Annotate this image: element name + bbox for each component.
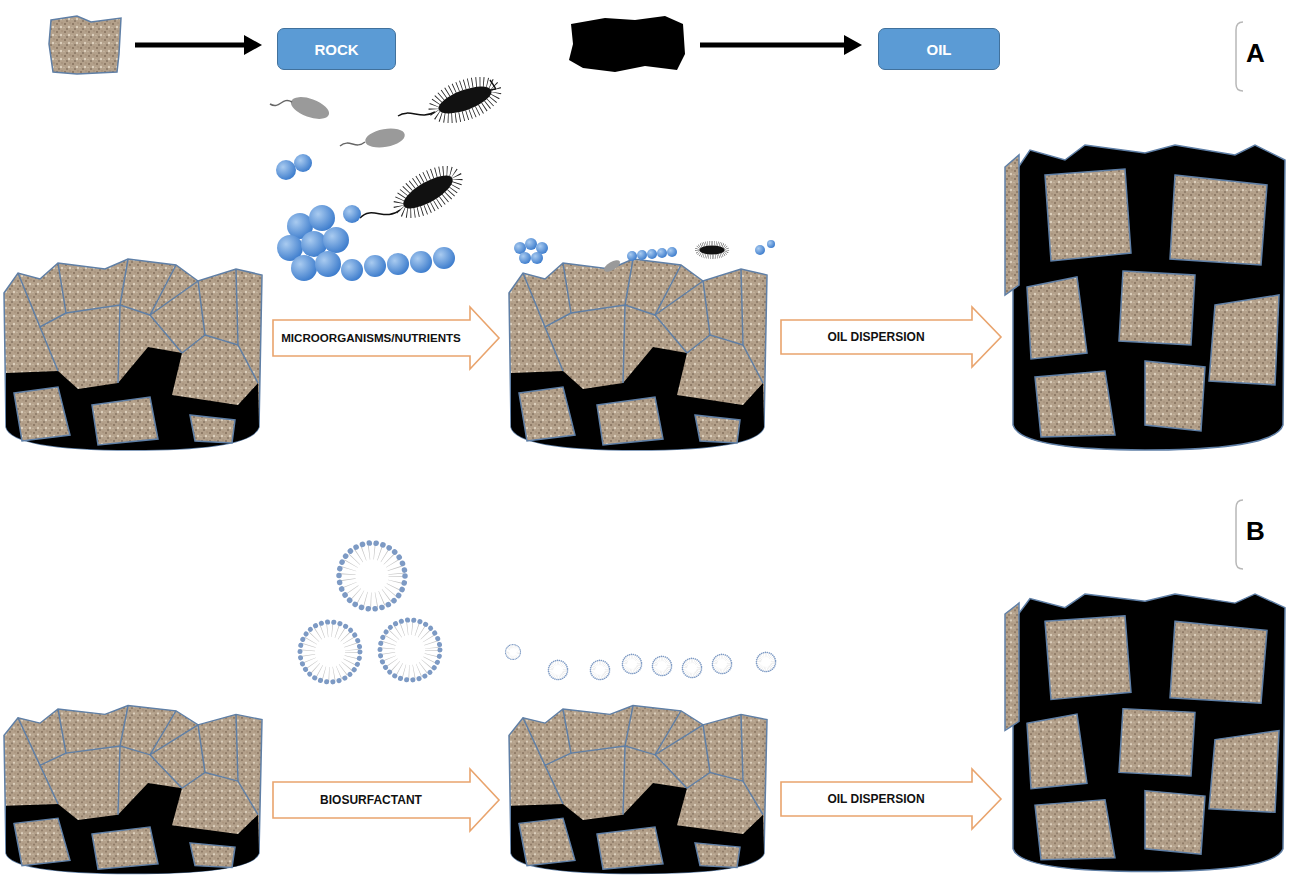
rock-container — [509, 706, 767, 874]
legend-item: ROCK — [277, 28, 396, 70]
arrow-label-group: OIL DISPERSION — [780, 768, 972, 830]
arrow-label: BIOSURFACTANT — [320, 793, 422, 807]
legend-swatch — [47, 14, 171, 76]
microorganisms — [270, 75, 501, 281]
rock-container — [509, 259, 767, 450]
legend-label: OIL — [927, 41, 952, 58]
block-arrow: BIOSURFACTANT — [272, 768, 500, 832]
biosurfactant-micelles — [300, 543, 776, 682]
arrow-label-group: BIOSURFACTANT — [272, 768, 470, 832]
panel-letter: B — [1246, 518, 1265, 544]
rock-container — [4, 259, 262, 450]
arrow-label: MICROORGANISMS/NUTRIENTS — [281, 331, 461, 345]
legend-arrow — [135, 35, 862, 55]
microorganisms-small — [514, 238, 775, 274]
arrow-label-group: MICROORGANISMS/NUTRIENTS — [272, 306, 470, 370]
rock-container-oil — [1005, 594, 1285, 872]
legend-item: OIL — [878, 28, 1000, 70]
arrow-label: OIL DISPERSION — [827, 792, 924, 806]
legend-label: ROCK — [314, 41, 358, 58]
block-arrow: OIL DISPERSION — [780, 768, 1002, 830]
rock-container-oil — [1005, 145, 1285, 450]
arrow-label-group: OIL DISPERSION — [780, 306, 972, 368]
panel-letter: A — [1246, 40, 1265, 66]
block-arrow: MICROORGANISMS/NUTRIENTS — [272, 306, 500, 370]
legend-swatch — [565, 14, 689, 76]
block-arrow: OIL DISPERSION — [780, 306, 1002, 368]
rock-container — [4, 706, 262, 874]
arrow-label: OIL DISPERSION — [827, 330, 924, 344]
